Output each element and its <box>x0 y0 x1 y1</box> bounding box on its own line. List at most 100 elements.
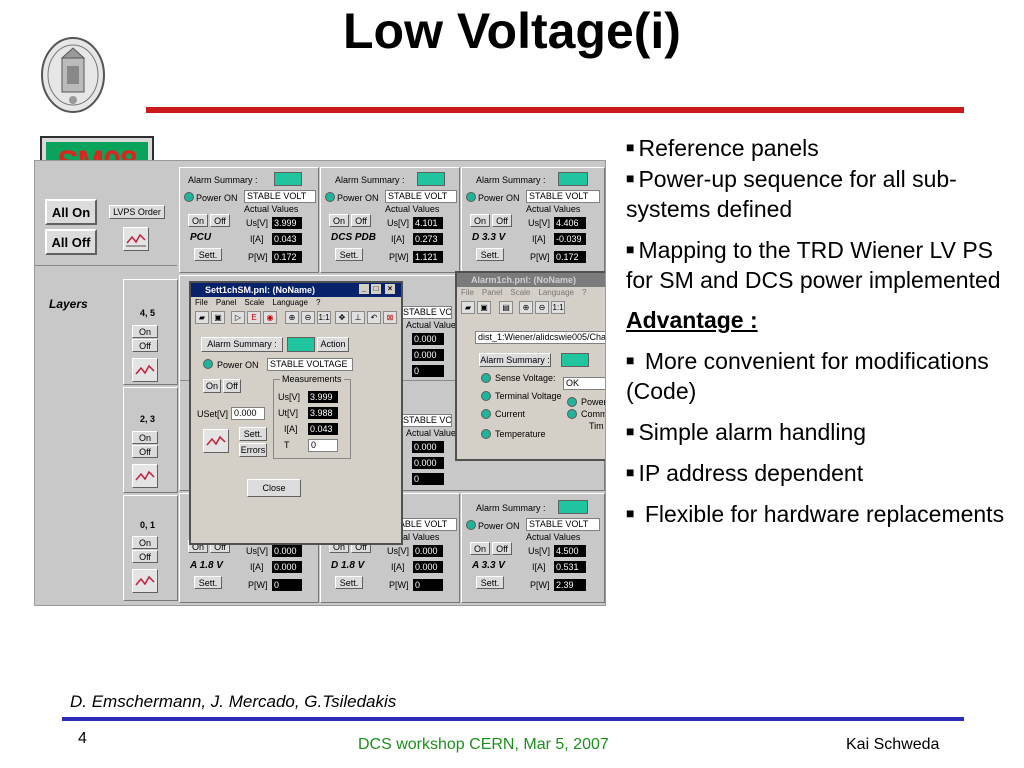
one-to-one-icon[interactable]: 1:1 <box>551 301 565 314</box>
off-button[interactable]: Off <box>492 542 512 555</box>
us-value: 4.406 <box>554 217 586 229</box>
channel-name: A 1.8 V <box>190 560 223 571</box>
all-on-button[interactable]: All On <box>45 199 97 225</box>
edit-mode-icon[interactable]: E <box>247 311 261 324</box>
hidden-value: 0.000 <box>412 333 444 345</box>
lv-control-panel-screenshot: All On All Off LVPS Order Layers 4, 5 On… <box>34 160 606 606</box>
minimize-icon[interactable]: _ <box>359 284 369 294</box>
i-value: 0.273 <box>413 233 443 245</box>
all-off-button[interactable]: All Off <box>45 229 97 255</box>
hidden-value: 0 <box>412 365 444 377</box>
print-icon[interactable]: ▤ <box>499 301 513 314</box>
layer-trend-button[interactable] <box>132 358 158 382</box>
action-button[interactable]: Action <box>317 337 349 352</box>
menu-help[interactable]: ? <box>315 298 321 307</box>
channel-panel-a33v: Alarm Summary : Power ON STABLE VOLT Act… <box>461 493 605 603</box>
lvps-order-button[interactable]: LVPS Order <box>109 205 165 219</box>
zoom-out-icon[interactable]: ⊖ <box>301 311 315 324</box>
save-icon[interactable]: ▣ <box>211 311 225 324</box>
on-button[interactable]: On <box>470 542 490 555</box>
menu-file[interactable]: File <box>461 288 474 297</box>
state-field: STABLE VOLT <box>244 190 316 203</box>
stop-icon[interactable]: ⊠ <box>383 311 397 324</box>
trend-plot-button[interactable] <box>203 429 229 453</box>
on-button[interactable]: On <box>188 214 208 227</box>
bullet-text: Simple alarm handling <box>638 419 867 445</box>
menu-panel[interactable]: Panel <box>215 298 237 307</box>
menu-scale[interactable]: Scale <box>244 298 265 307</box>
p-value: 0 <box>272 579 302 591</box>
on-button[interactable]: On <box>470 214 490 227</box>
layers-label: Layers <box>49 297 88 311</box>
t-value: 0 <box>308 439 338 452</box>
footer-event: DCS workshop CERN, Mar 5, 2007 <box>358 736 609 753</box>
menu-language[interactable]: Language <box>272 298 308 307</box>
layer-off-button[interactable]: Off <box>132 339 158 352</box>
off-button[interactable]: Off <box>492 214 512 227</box>
alarm-path-field: dist_1:Wiener/alidcswie005/Cha <box>475 331 605 344</box>
zoom-out-icon[interactable]: ⊖ <box>535 301 549 314</box>
off-button[interactable]: Off <box>351 214 371 227</box>
menu-scale[interactable]: Scale <box>510 288 531 297</box>
settings-button[interactable]: Sett. <box>476 248 504 261</box>
pointer-icon[interactable]: ▷ <box>231 311 245 324</box>
move-icon[interactable]: ✥ <box>335 311 349 324</box>
settings-button[interactable]: Sett. <box>335 576 363 589</box>
power-label: Power <box>581 397 606 407</box>
layer-on-button[interactable]: On <box>132 536 158 549</box>
open-folder-icon[interactable]: ▰ <box>461 301 475 314</box>
comm-label: Comm <box>581 409 606 419</box>
graphics-icon[interactable]: ◉ <box>263 311 277 324</box>
trend-plot-button[interactable] <box>123 227 149 251</box>
power-led <box>567 397 577 407</box>
bullet-item: ■IP address dependent <box>626 457 1018 488</box>
uset-input[interactable]: 0.000 <box>231 407 265 420</box>
alarm-indicator <box>287 337 315 352</box>
state-field: STABLE VOLT <box>526 518 600 531</box>
alarm-summary-button[interactable]: Alarm Summary : <box>201 337 283 352</box>
bullet-item: ■Reference panels <box>626 132 1018 163</box>
settings-window-titlebar[interactable]: Sett1chSM.pnl: (NoName) _ □ × <box>191 283 401 297</box>
menu-help[interactable]: ? <box>581 288 587 297</box>
layer-trend-button[interactable] <box>132 464 158 488</box>
zoom-in-icon[interactable]: ⊕ <box>519 301 533 314</box>
off-button[interactable]: Off <box>223 379 241 393</box>
ut-label: Ut[V] <box>278 408 299 418</box>
p-label: P[W] <box>530 580 550 590</box>
snap-icon[interactable]: ⊥ <box>351 311 365 324</box>
layer-trend-button[interactable] <box>132 569 158 593</box>
open-folder-icon[interactable]: ▰ <box>195 311 209 324</box>
measurements-group: Measurements Us[V] 3.999 Ut[V] 3.988 I[A… <box>273 374 351 459</box>
rotate-icon[interactable]: ↶ <box>367 311 381 324</box>
i-value: 0.531 <box>554 561 586 573</box>
close-icon[interactable]: × <box>385 284 395 294</box>
alarm-summary-button[interactable]: Alarm Summary : <box>479 353 551 367</box>
settings-button[interactable]: Sett. <box>335 248 363 261</box>
state-field: STABLE VOLT <box>526 190 600 203</box>
settings-button[interactable]: Sett. <box>239 427 267 441</box>
channel-name: A 3.3 V <box>472 560 505 571</box>
layer-off-button[interactable]: Off <box>132 445 158 458</box>
settings-button[interactable]: Sett. <box>194 576 222 589</box>
maximize-icon[interactable]: □ <box>371 284 381 294</box>
settings-button[interactable]: Sett. <box>194 248 222 261</box>
layer-on-button[interactable]: On <box>132 431 158 444</box>
on-button[interactable]: On <box>203 379 221 393</box>
bullet-text: Flexible for hardware replacements <box>644 501 1005 527</box>
errors-button[interactable]: Errors <box>239 443 267 457</box>
menu-language[interactable]: Language <box>538 288 574 297</box>
layer-off-button[interactable]: Off <box>132 550 158 563</box>
menu-panel[interactable]: Panel <box>481 288 503 297</box>
off-button[interactable]: Off <box>210 214 230 227</box>
menu-file[interactable]: File <box>195 298 208 307</box>
alarm-summary-label: Alarm Summary : <box>476 175 546 185</box>
alarm-window-titlebar[interactable]: Alarm1ch.pnl: (NoName) <box>457 273 605 287</box>
save-icon[interactable]: ▣ <box>477 301 491 314</box>
on-button[interactable]: On <box>329 214 349 227</box>
bullet-text: IP address dependent <box>638 460 864 486</box>
close-button[interactable]: Close <box>247 479 301 497</box>
one-to-one-icon[interactable]: 1:1 <box>317 311 331 324</box>
zoom-in-icon[interactable]: ⊕ <box>285 311 299 324</box>
settings-button[interactable]: Sett. <box>476 576 504 589</box>
layer-on-button[interactable]: On <box>132 325 158 338</box>
